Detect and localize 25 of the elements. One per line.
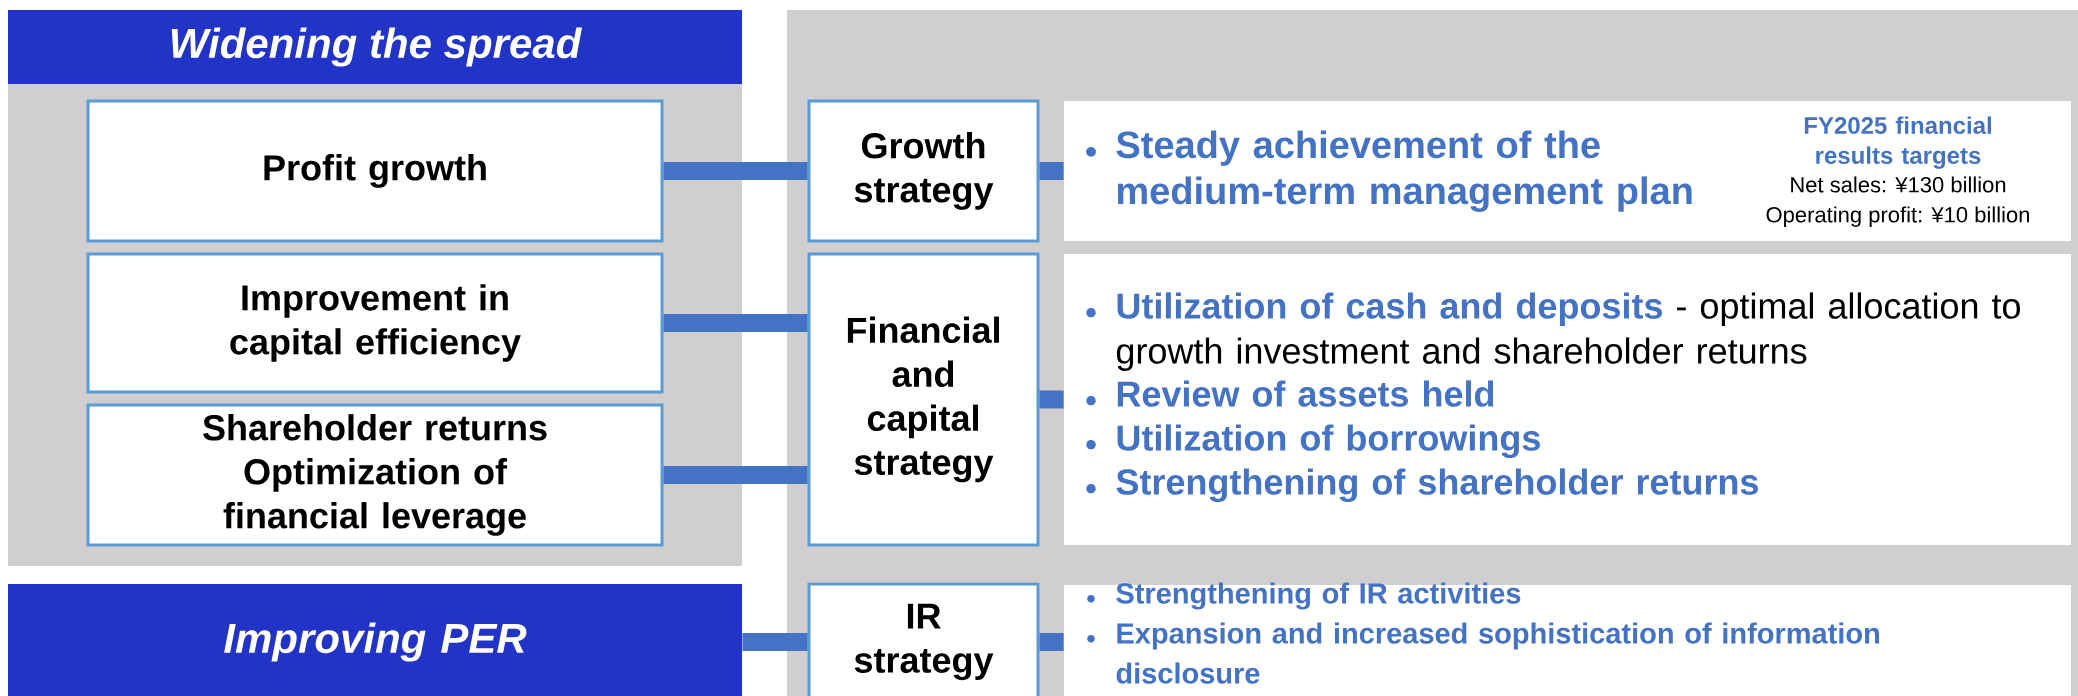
bullet-text: Strengthening of shareholder returns	[1116, 468, 1758, 503]
strategy-box: Growth strategy	[807, 99, 1040, 243]
bullet-text: Review of assets held	[1117, 380, 1494, 407]
strategy-box: IR strategy	[807, 582, 1040, 696]
heading-banner: Improving PER	[8, 584, 742, 696]
bullet-text: Steady achievement of the medium-term management plan	[1116, 130, 1692, 212]
connector-bar	[1039, 162, 1064, 180]
bullet-text: Expansion and increased sophistication of information disclosure	[1116, 622, 1879, 684]
bullet-text: Utilization of borrowings	[1117, 424, 1540, 459]
connector-bar	[1039, 633, 1064, 651]
strategy-box: Financial and capital strategy	[807, 252, 1040, 547]
target-text: Net sales: ¥130 billion	[1791, 176, 2006, 193]
bullet-text: Utilization of cash and deposits - optimal allocation to growth investment and shareholder returns	[1116, 292, 2020, 371]
connector-bar	[1039, 390, 1064, 409]
connector-bar	[663, 162, 808, 180]
connector-bar	[663, 314, 808, 332]
connector-bar	[663, 466, 808, 484]
goal-box: Shareholder returns Optimization of financial leverage	[86, 403, 664, 547]
heading-banner: Widening the spread	[8, 10, 742, 84]
goal-box: Profit growth	[86, 99, 664, 243]
target-text: Operating profit: ¥10 billion	[1766, 206, 2029, 227]
bullet-text: Strengthening of IR activities	[1116, 582, 1521, 610]
connector-bar	[742, 633, 808, 651]
goal-box: Improvement in capital efficiency	[86, 252, 664, 394]
target-heading: FY2025 financial results targets	[1804, 116, 1991, 169]
